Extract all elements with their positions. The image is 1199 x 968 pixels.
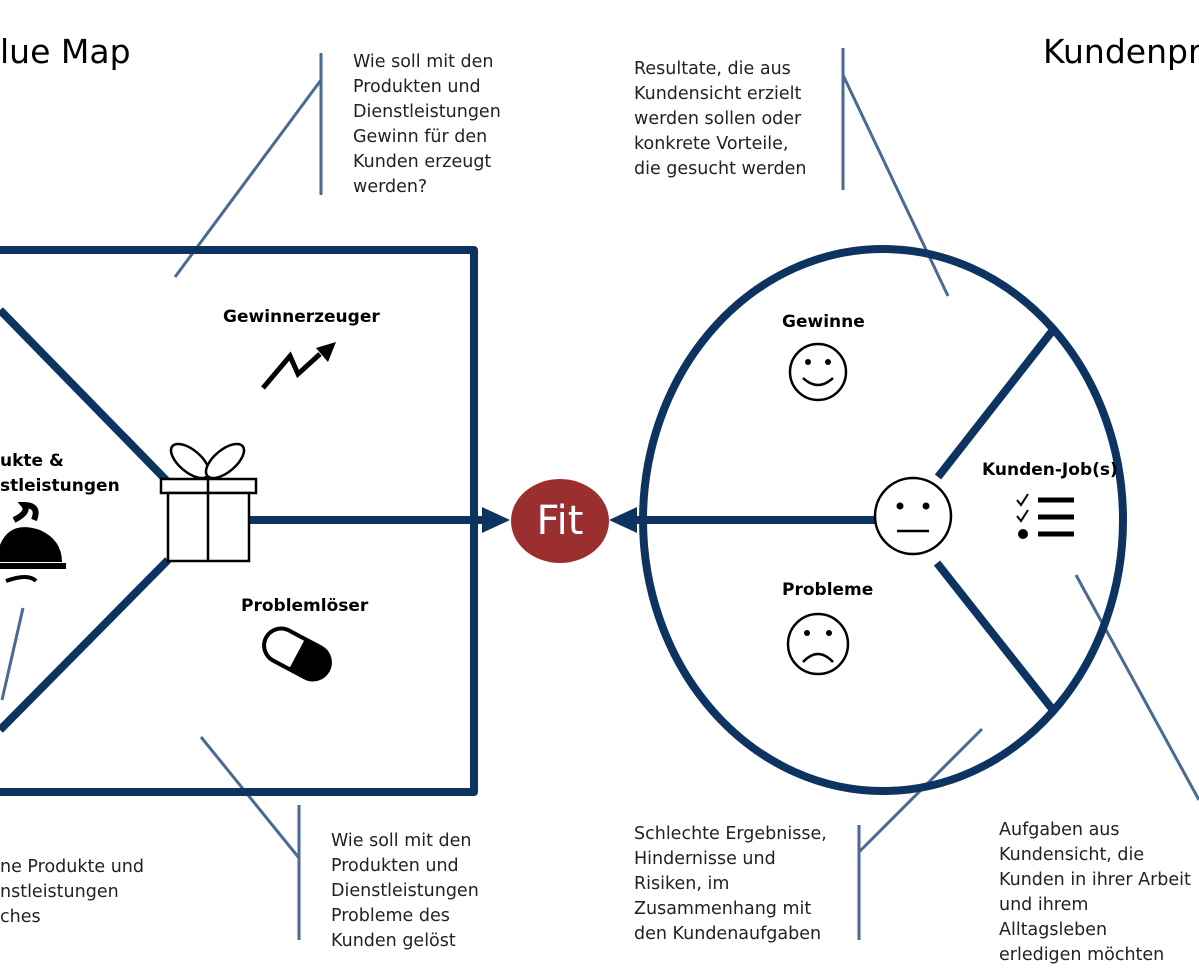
annotation-connectors	[0, 48, 1199, 940]
smiley-sad-icon	[786, 612, 850, 676]
customer-jobs-description: Aufgaben aus Kundensicht, die Kunden in …	[999, 820, 1191, 965]
customer-profile-divider-bottom	[933, 560, 1057, 713]
value-proposition-canvas	[0, 48, 1199, 940]
gains-description: Resultate, die aus Kundensicht erzielt w…	[634, 59, 807, 179]
pains-description: Schlechte Ergebnisse, Hindernisse und Ri…	[634, 824, 827, 944]
checklist-icon	[1016, 493, 1074, 539]
connector-pain-relievers-diag	[199, 736, 301, 859]
fit-circle	[511, 479, 609, 563]
connector-gains-diag	[841, 74, 950, 297]
profile-to-fit-arrowhead	[609, 507, 637, 533]
products-services-label: ukte & stleistungen	[0, 451, 120, 496]
value-map-to-fit-arrowhead	[482, 507, 510, 533]
customer-jobs-label: Kunden-Job(s)	[982, 460, 1118, 480]
smiley-neutral-icon	[873, 476, 953, 556]
fit-label: Fit	[536, 498, 584, 544]
serving-platter-icon	[0, 501, 66, 583]
gain-creators-label: Gewinnerzeuger	[223, 307, 380, 327]
connector-jobs-diag	[1074, 574, 1199, 801]
value-map-heading: lue Map	[0, 32, 131, 71]
customer-profile-heading: Kundenpro	[1043, 32, 1199, 71]
pill-icon	[262, 626, 332, 682]
connector-gain-creators-diag	[173, 79, 323, 278]
gain-creators-description: Wie soll mit den Produkten und Dienstlei…	[353, 52, 501, 197]
products-description: ne Produkte und nstleistungen ches	[0, 857, 144, 927]
gains-label: Gewinne	[782, 312, 865, 332]
smiley-happy-icon	[788, 342, 848, 402]
value-map-divider-top	[0, 307, 171, 485]
connector-products-diag	[0, 607, 25, 701]
trend-up-arrow-icon	[261, 342, 336, 390]
pain-relievers-label: Problemlöser	[241, 596, 369, 616]
customer-profile-divider-top	[934, 327, 1057, 480]
pain-relievers-description: Wie soll mit den Produkten und Dienstlei…	[331, 831, 479, 951]
value-map-divider-bottom	[0, 557, 171, 733]
gift-icon	[159, 442, 258, 563]
pains-label: Probleme	[782, 580, 874, 600]
